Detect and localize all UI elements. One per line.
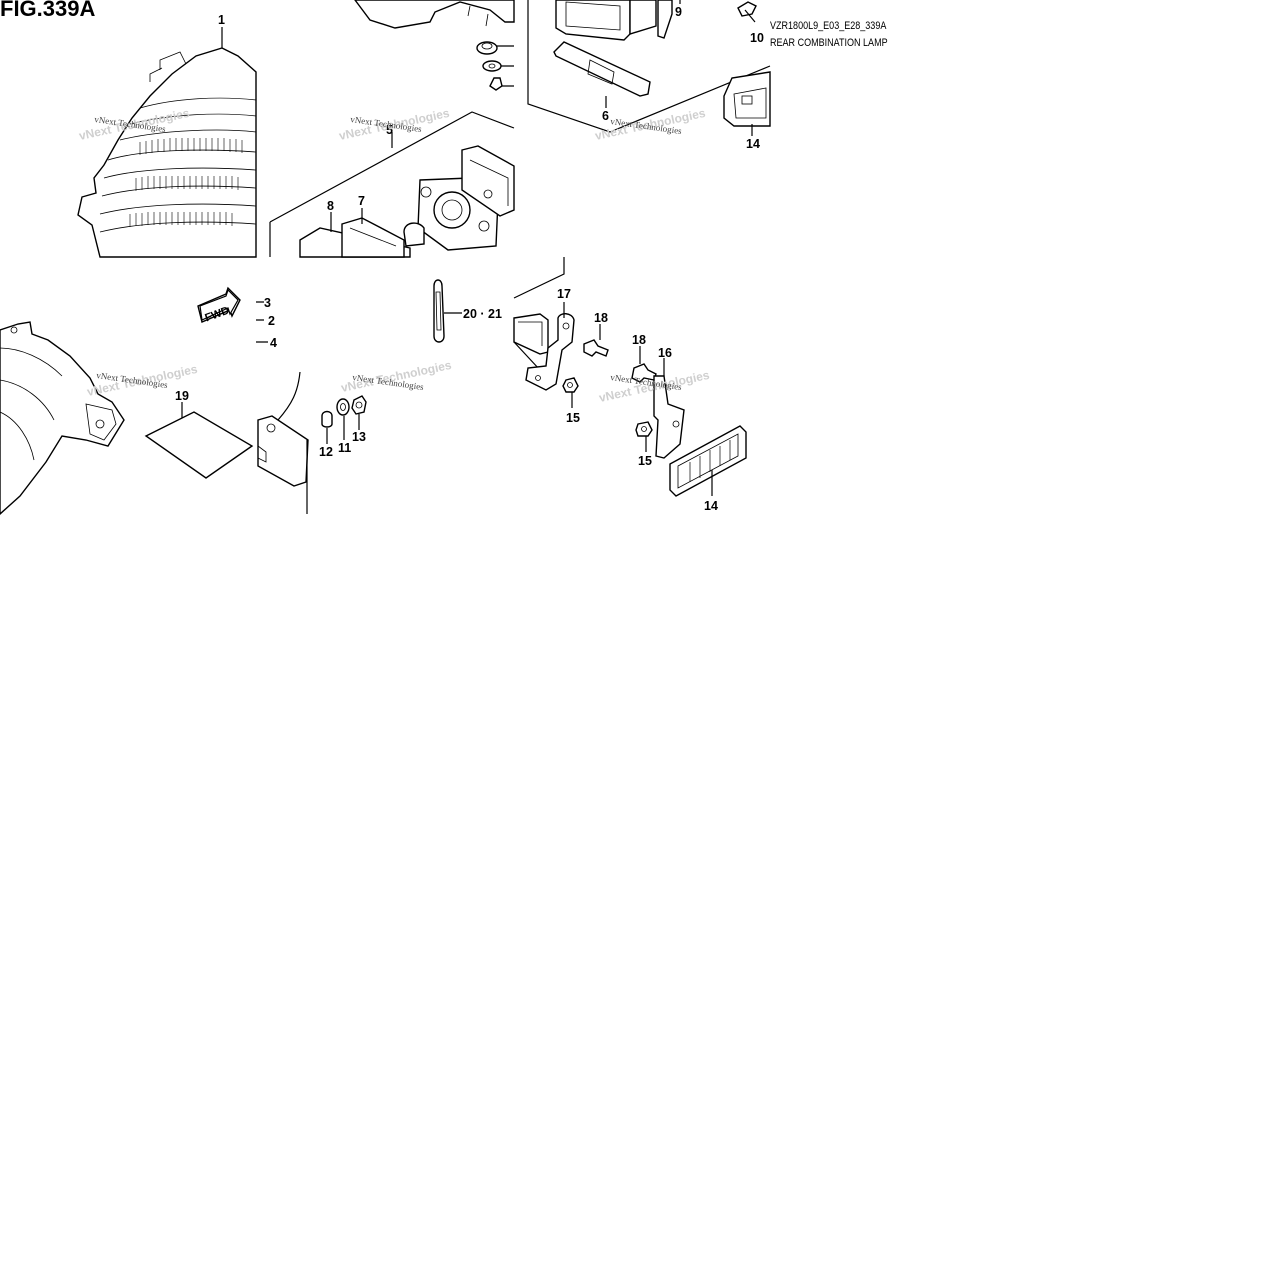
callout-14b: 14 <box>704 499 718 513</box>
callout-16: 16 <box>658 346 672 360</box>
callout-18b: 18 <box>632 333 646 347</box>
part-19-sheet <box>144 402 254 479</box>
fwd-arrow: FWD <box>197 286 241 324</box>
callout-7: 7 <box>358 194 365 208</box>
callout-4: 4 <box>270 336 277 350</box>
figure-code: VZR1800L9_E03_E28_339A <box>770 20 887 32</box>
callout-13: 13 <box>352 430 366 444</box>
housing-lower-drawing <box>0 321 125 515</box>
reflector-bracket-drawing <box>513 257 747 497</box>
callout-9: 9 <box>675 5 682 19</box>
figure-name: REAR COMBINATION LAMP <box>770 37 888 49</box>
callout-8: 8 <box>327 199 334 213</box>
side-lamp-nuts-drawing <box>257 279 462 514</box>
rear-lamp-housing-drawing <box>77 27 257 258</box>
callout-20-21: 20 · 21 <box>463 307 502 321</box>
callout-2: 2 <box>268 314 275 328</box>
callout-17: 17 <box>557 287 571 301</box>
callout-10: 10 <box>750 31 764 45</box>
callout-12: 12 <box>319 445 333 459</box>
callout-1: 1 <box>218 13 225 27</box>
reflector-lens-drawing <box>527 0 771 136</box>
callout-15a: 15 <box>566 411 580 425</box>
figure-title: FIG.339A <box>0 0 96 21</box>
callout-11: 11 <box>338 441 351 455</box>
callout-19: 19 <box>175 389 189 403</box>
callout-3: 3 <box>264 296 271 310</box>
callout-5: 5 <box>386 123 393 137</box>
callout-15b: 15 <box>638 454 652 468</box>
callout-14a: 14 <box>746 137 760 151</box>
license-lamp-drawing <box>269 0 515 258</box>
callout-6: 6 <box>602 109 609 123</box>
callout-18a: 18 <box>594 311 608 325</box>
